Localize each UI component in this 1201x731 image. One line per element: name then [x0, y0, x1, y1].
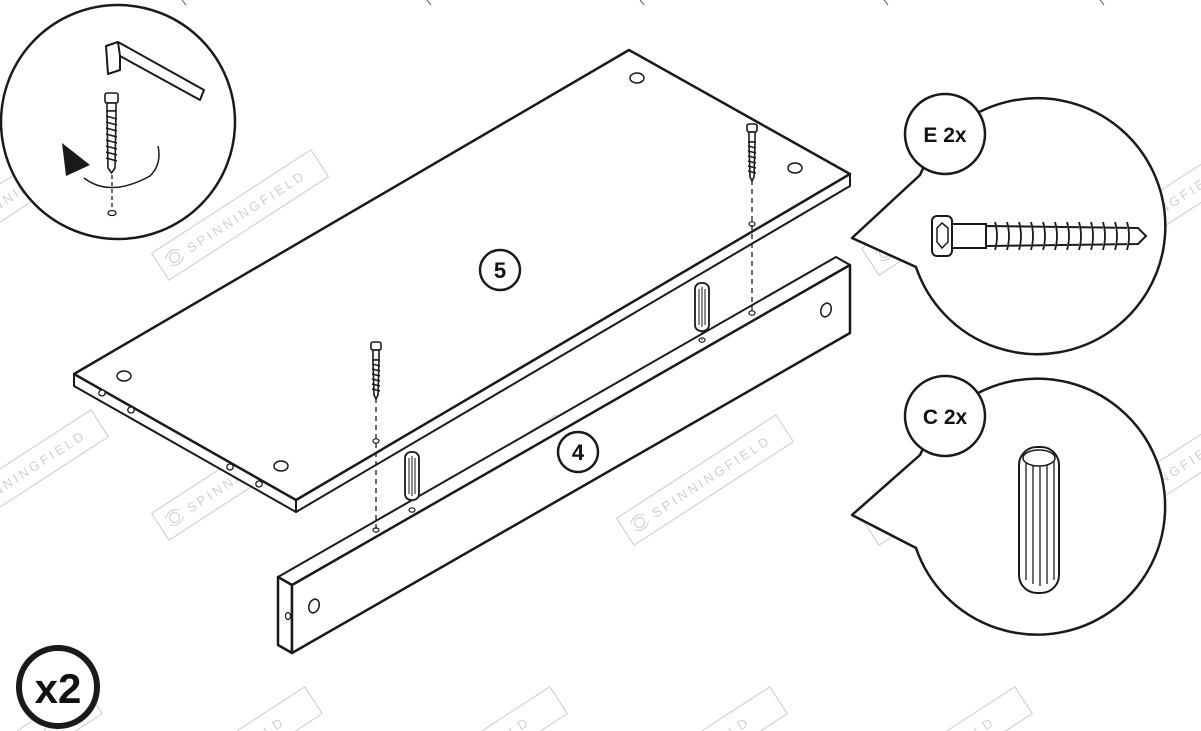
part-5-number: 5: [494, 258, 506, 283]
rail-hole: [819, 302, 833, 318]
cam-hole: [273, 460, 289, 472]
watermark-fragment: ELD: [701, 685, 789, 731]
watermark-fragment-text: ELD: [496, 714, 533, 731]
edge-hole: [98, 389, 106, 397]
cam-hole: [787, 162, 803, 174]
screw-icon: [104, 92, 119, 175]
part-4-number: 4: [572, 440, 585, 465]
quantity-label: x2: [35, 665, 82, 712]
part-5-badge: [478, 248, 522, 292]
screw-icon: [746, 123, 758, 183]
bee-logo-icon: [630, 513, 650, 531]
bee-logo-icon: [165, 248, 185, 266]
rail-top-hole: [284, 611, 292, 621]
bottom-hole: [372, 438, 380, 444]
screw-callout: E 2x: [850, 92, 1167, 356]
rail-top-hole: [748, 310, 756, 316]
dowel-icon: [404, 451, 420, 501]
watermark-fragment: ELD: [481, 685, 569, 731]
cam-hole: [116, 370, 132, 382]
screw-icon: [370, 341, 382, 401]
panel-5: [72, 48, 852, 513]
watermark-fragment: ELD: [236, 685, 324, 731]
screw-code-badge: [903, 92, 987, 176]
part-4-badge: [556, 430, 600, 474]
edge-hole: [255, 480, 263, 488]
screw-icon: [931, 215, 1148, 257]
watermark-tile: SPINNINGFIELD: [0, 409, 110, 541]
bee-logo-icon: [165, 508, 185, 526]
rail-hole: [307, 598, 321, 614]
tool-hole: [107, 209, 117, 217]
watermark-fragment: ELD: [946, 685, 1034, 731]
quantity-badge: x2: [16, 645, 100, 729]
dowel-callout: C 2x: [850, 374, 1167, 636]
dowel-icon: [1018, 446, 1060, 594]
screw-code-label: E 2x: [923, 124, 967, 147]
dowel-code-badge: [903, 374, 987, 458]
watermark-text: SPINNINGFIELD: [649, 432, 773, 520]
panel-5-top-face: [72, 48, 852, 502]
edge-hole: [226, 463, 234, 471]
watermark-fragment-text: ELD: [716, 714, 753, 731]
cam-hole: [629, 72, 645, 84]
rotation-arrow-icon: [62, 143, 160, 189]
tool-detail-callout: [0, 3, 237, 241]
edge-hole: [127, 406, 135, 414]
top-edge-marks: [181, 0, 1105, 6]
dowel-code-label: C 2x: [923, 406, 968, 429]
watermark-fragment-text: ELD: [251, 714, 288, 731]
dowel-icon: [694, 282, 710, 332]
rail-top-hole: [408, 507, 416, 513]
watermark-fragment-text: ELD: [961, 714, 998, 731]
allen-key-icon: [105, 41, 205, 101]
